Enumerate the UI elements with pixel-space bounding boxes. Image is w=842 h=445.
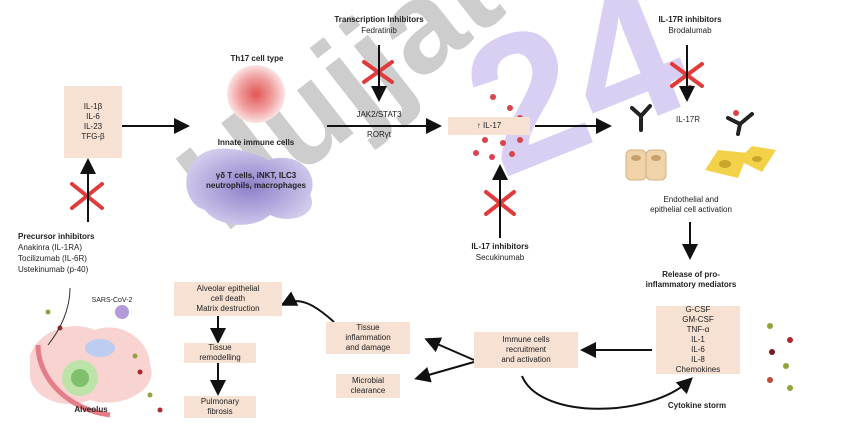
alveolus-label: Alveolus: [74, 405, 108, 414]
precursor-drug: Tocilizumab (IL-6R): [18, 254, 87, 263]
il17-box: ↑ IL-17: [448, 117, 530, 135]
fibrosis-line: Pulmonary: [200, 397, 240, 406]
pathway-rorgt: RORγt: [367, 130, 391, 139]
il17r-label: IL-17R: [675, 115, 700, 124]
immune-line: and activation: [501, 355, 551, 364]
innate-title: Innate immune cells: [217, 138, 295, 147]
immune-recruitment-box: Immune cells recruitment and activation: [474, 332, 578, 368]
th17-label: Th17 cell type: [230, 54, 284, 63]
fibrosis-line: fibrosis: [207, 407, 233, 416]
mediator-line: IL-8: [691, 355, 705, 364]
innate-cell-blob-icon: [186, 148, 313, 225]
innate-cells-line: neutrophils, macrophages: [205, 181, 307, 190]
tissue-line: inflammation: [345, 333, 391, 342]
arrow-storm-loop: [521, 375, 693, 410]
transcription-drug: Fedratinib: [361, 26, 397, 35]
microbial-line: clearance: [350, 386, 386, 395]
alveolar-line: Matrix destruction: [196, 304, 260, 313]
sars-cov2-label: SARS-CoV-2: [91, 297, 133, 304]
endothelial-line: epithelial cell activation: [650, 205, 732, 214]
arrow-tissue-to-alveolar: [280, 291, 335, 323]
release-line: inflammatory mediators: [645, 280, 737, 289]
tissue-line: and damage: [345, 343, 391, 352]
tissue-line: Tissue: [356, 323, 380, 332]
innate-cells-line: γδ T cells, iNKT, ILC3: [215, 171, 297, 180]
cytokine-line: TFG-β: [81, 132, 105, 141]
il17-inhibitors-drug: Secukinumab: [475, 253, 525, 262]
fibrosis-box: Pulmonary fibrosis: [184, 396, 256, 418]
transcription-title: Transcription Inhibitors: [334, 15, 424, 24]
pathway-jak-stat: JAK2/STAT3: [356, 110, 402, 119]
endothelial-line: Endothelial and: [663, 195, 719, 204]
cytokines-box: IL-1β IL-6 IL-23 TFG-β: [64, 86, 122, 158]
endothelial-cells-icon: [625, 146, 776, 181]
microbial-line: Microbial: [351, 376, 384, 385]
il17-inhibitors-title: IL-17 inhibitors: [471, 242, 529, 251]
precursor-title: Precursor inhibitors: [18, 232, 95, 241]
mediator-line: Chemokines: [675, 365, 721, 374]
mediators-box: G-CSF GM-CSF TNF-α IL-1 IL-6 IL-8 Chemok…: [656, 305, 740, 374]
cytokine-storm-label: Cytokine storm: [667, 401, 727, 410]
il17r-inhibitors-title: IL-17R inhibitors: [658, 15, 722, 24]
arrow-immune-to-tissue: [424, 337, 475, 361]
remodelling-box: Tissue remodelling: [184, 343, 256, 363]
cytokine-line: IL-23: [83, 122, 103, 131]
release-line: Release of pro-: [662, 270, 720, 279]
il17r-receptor-icon: [630, 104, 754, 136]
th17-cell-icon: [227, 65, 285, 123]
precursor-drug: Anakinra (IL-1RA): [18, 243, 83, 252]
microbial-clearance-box: Microbial clearance: [336, 374, 400, 398]
alveolar-box: Alveolar epithelial cell death Matrix de…: [174, 282, 282, 316]
arrow-immune-to-microbial: [414, 361, 475, 383]
immune-line: recruitment: [505, 345, 546, 354]
mediator-line: IL-1: [691, 335, 705, 344]
alveolus-illustration-icon: [30, 287, 163, 418]
immune-line: Immune cells: [502, 335, 550, 344]
precursor-drug: Ustekinumab (p-40): [18, 265, 89, 274]
alveolar-line: cell death: [210, 294, 246, 303]
tissue-inflammation-box: Tissue inflammation and damage: [326, 322, 410, 354]
il17-label: ↑ IL-17: [476, 121, 502, 130]
mediator-line: IL-6: [691, 345, 705, 354]
mediator-line: GM-CSF: [682, 315, 714, 324]
cytokine-line: IL-6: [86, 112, 100, 121]
alveolar-line: Alveolar epithelial: [196, 284, 260, 293]
cytokine-line: IL-1β: [83, 102, 103, 111]
remodelling-line: remodelling: [199, 353, 241, 362]
mediator-line: TNF-α: [686, 325, 710, 334]
mediator-line: G-CSF: [685, 305, 711, 314]
mediator-dots-icon: [767, 323, 793, 391]
remodelling-line: Tissue: [208, 343, 232, 352]
il17r-inhibitors-drug: Brodalumab: [668, 26, 712, 35]
